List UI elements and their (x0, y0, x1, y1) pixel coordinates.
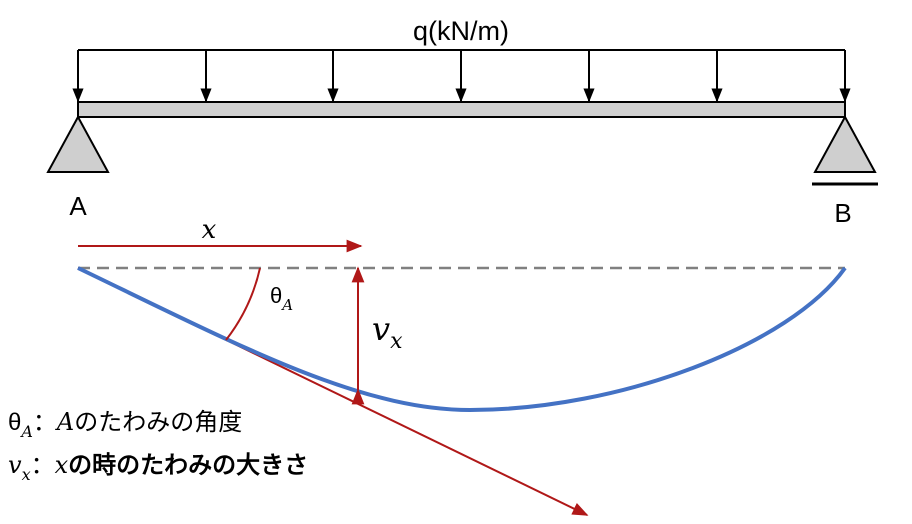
legend-1-var: A (55, 408, 74, 436)
legend-1-colon: ： (33, 408, 57, 436)
legend-line-1: θA：Aのたわみの角度 (8, 408, 242, 441)
deflection-curve (77, 266, 847, 413)
x-label: x (202, 215, 217, 245)
theta-a-label: θA (270, 283, 293, 314)
theta-subscript: A (280, 296, 293, 314)
support-b-triangle (813, 114, 877, 173)
legend: θA：Aのたわみの角度 vx：xの時のたわみの大きさ (8, 408, 308, 484)
support-a-triangle (46, 114, 110, 173)
support-b-label: B (834, 198, 851, 228)
legend-2-var: x (55, 451, 69, 479)
v-symbol: v (372, 310, 390, 348)
v-subscript: x (390, 329, 403, 354)
position-x-indicator: x (78, 215, 363, 253)
load-label: q(kN/m) (413, 16, 509, 46)
theta-symbol: θ (270, 283, 282, 308)
legend-line-2: vx：xの時のたわみの大きさ (8, 451, 308, 484)
legend-2-subscript: x (22, 465, 31, 484)
slope-angle-arc (225, 267, 261, 341)
legend-1-symbol: θ (8, 409, 21, 436)
legend-1-text: のたわみの角度 (74, 408, 242, 436)
legend-1-subscript: A (19, 422, 33, 441)
beam (77, 101, 846, 118)
legend-2-text: の時のたわみの大きさ (68, 452, 308, 479)
support-a: A (46, 114, 110, 221)
legend-2-symbol: v (8, 451, 22, 479)
support-b: B (812, 114, 878, 228)
distributed-load: q(kN/m) (72, 16, 851, 103)
v-x-label: vx (372, 310, 403, 354)
support-a-label: A (69, 191, 87, 221)
legend-2-colon: ： (31, 451, 55, 479)
